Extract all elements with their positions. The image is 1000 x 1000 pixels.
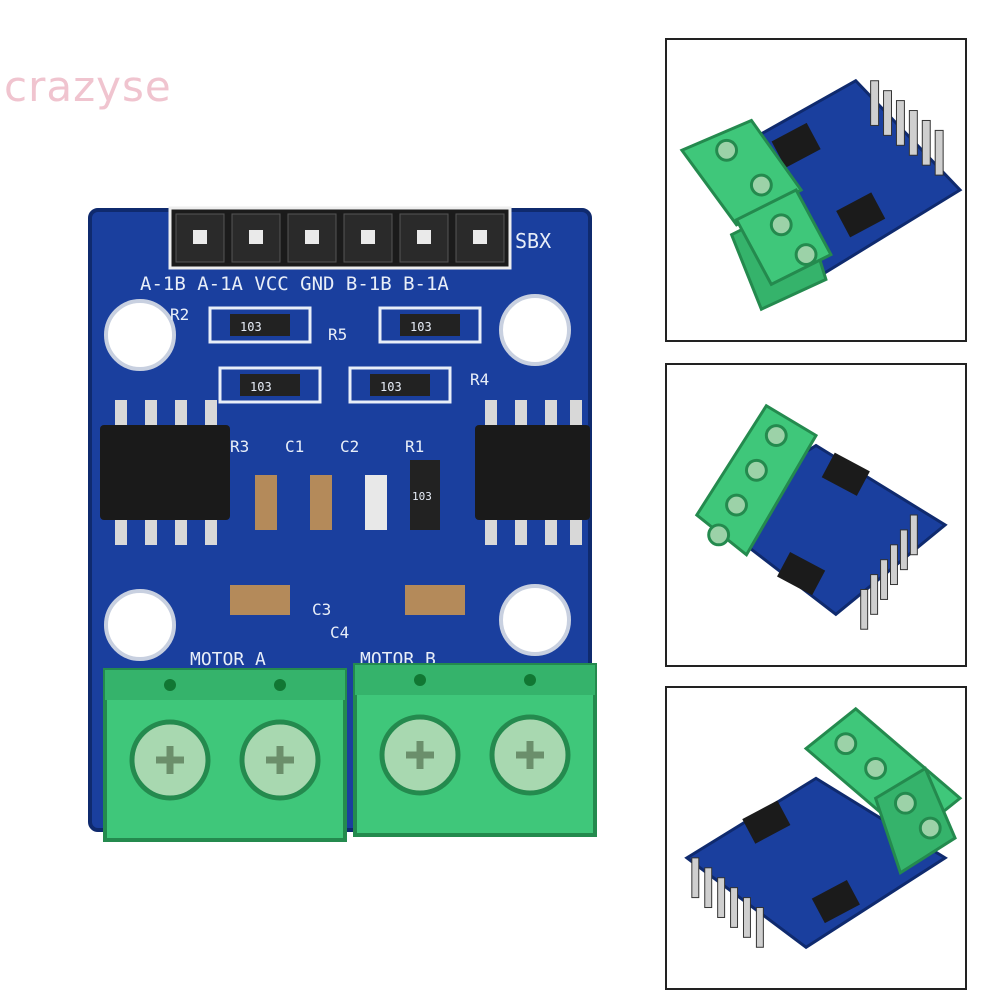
main-board-image: SBX A-1B A-1A VCC GND B-1B B-1A 103 103 … [88, 206, 597, 842]
ic-chip-left [100, 400, 230, 545]
capacitors [230, 475, 465, 615]
resistor-ref: R3 [230, 437, 249, 456]
thumbnail-view-1[interactable] [665, 38, 967, 342]
mounting-hole [104, 589, 176, 661]
ic-chip-right [475, 400, 590, 545]
resistor-ref: R4 [470, 370, 489, 389]
resistor-value: 103 [240, 320, 262, 334]
board-angle-view-2 [694, 403, 948, 630]
resistor-value: 103 [410, 320, 432, 334]
resistor-value: 103 [412, 490, 432, 503]
watermark-text: crazyse [4, 62, 172, 111]
screw-terminal-b [353, 663, 597, 837]
motor-a-label: MOTOR A [190, 649, 266, 670]
pin-labels: A-1B A-1A VCC GND B-1B B-1A [140, 273, 449, 295]
mounting-hole [104, 299, 176, 371]
thumbnail-view-3[interactable] [665, 686, 967, 990]
resistor-value: 103 [380, 380, 402, 394]
capacitor-ref: C3 [312, 600, 331, 619]
resistor-ref: R1 [405, 437, 424, 456]
board-angle-view-3 [684, 706, 963, 950]
resistor-value: 103 [250, 380, 272, 394]
board-angle-view-1 [679, 78, 963, 312]
screw-terminal-a [103, 668, 347, 842]
capacitor-ref: C2 [340, 437, 359, 456]
resistors [208, 306, 482, 530]
header-label: SBX [515, 229, 551, 253]
capacitor-ref: C4 [330, 623, 349, 642]
resistor-ref: R5 [328, 325, 347, 344]
resistor-ref: R2 [170, 305, 189, 324]
capacitor-ref: C1 [285, 437, 304, 456]
mounting-hole [499, 294, 571, 366]
thumbnail-view-2[interactable] [665, 363, 967, 667]
mounting-hole [499, 584, 571, 656]
pin-header [168, 206, 512, 270]
